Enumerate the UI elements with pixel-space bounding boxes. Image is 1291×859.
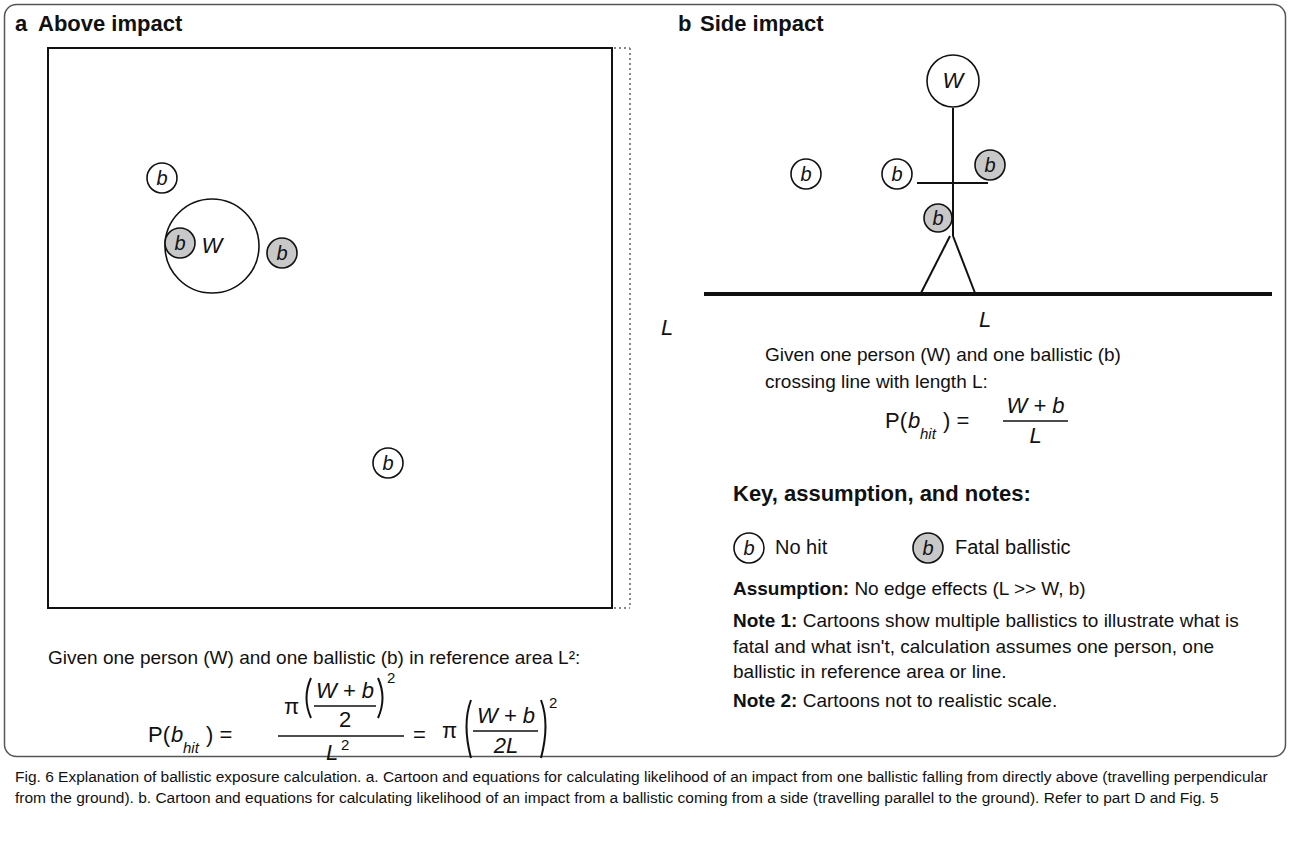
equation-part: π bbox=[442, 718, 457, 744]
note-text: Cartoons show multiple ballistics to ill… bbox=[733, 610, 1239, 682]
equation-variable: b bbox=[171, 722, 183, 748]
legend-text: Fatal ballistic bbox=[955, 536, 1071, 559]
reference-area bbox=[48, 48, 612, 608]
node-text: b bbox=[881, 158, 913, 190]
node-text: b bbox=[266, 237, 298, 269]
note-lead: Note 2: bbox=[733, 690, 797, 711]
equation-text: Given one person (W) and one ballistic (… bbox=[765, 342, 1170, 395]
legend-swatch: b bbox=[912, 532, 944, 564]
node-text: W bbox=[926, 54, 980, 108]
equation-part: 2 bbox=[312, 707, 378, 733]
note-text: Cartoons not to realistic scale. bbox=[803, 690, 1058, 711]
node-text: b bbox=[974, 149, 1006, 181]
equation-variable: b bbox=[908, 408, 920, 434]
node-text: b bbox=[164, 227, 196, 259]
equation-subscript: hit bbox=[183, 739, 199, 756]
dimension-line bbox=[614, 48, 630, 608]
note-paragraph: Assumption: No edge effects (L >> W, b) bbox=[733, 576, 1263, 602]
note-text: No edge effects (L >> W, b) bbox=[854, 578, 1085, 599]
dimension-label: L bbox=[661, 315, 673, 341]
note-lead: Assumption: bbox=[733, 578, 849, 599]
equation-part: = bbox=[413, 722, 426, 748]
node-text: b bbox=[790, 158, 822, 190]
equation-part: W + b bbox=[471, 703, 541, 729]
note-paragraph: Note 1: Cartoons show multiple ballistic… bbox=[733, 608, 1263, 685]
section-heading: Key, assumption, and notes: bbox=[733, 481, 1031, 507]
note-paragraph: Note 2: Cartoons not to realistic scale. bbox=[733, 688, 1263, 714]
ballistic-circle: b bbox=[881, 158, 913, 190]
panel-title: Above impact bbox=[38, 11, 182, 37]
panel-letter: b bbox=[678, 11, 691, 37]
swatch-letter: b bbox=[733, 532, 765, 564]
node-text: b bbox=[146, 162, 178, 194]
stick-figure bbox=[917, 108, 988, 293]
equation-part: P( bbox=[885, 408, 907, 434]
equation-part: W + b bbox=[312, 678, 378, 704]
equation-exponent: 2 bbox=[341, 736, 349, 753]
equation-text: Given one person (W) and one ballistic (… bbox=[48, 647, 580, 669]
ballistic-circle: b bbox=[790, 158, 822, 190]
note-lead: Note 1: bbox=[733, 610, 797, 631]
equation-variable: L bbox=[326, 740, 338, 766]
ballistic-circle: b bbox=[146, 162, 178, 194]
node-text: b bbox=[923, 203, 953, 233]
equation-part: W + b bbox=[1003, 393, 1068, 419]
figure-caption: Fig. 6 Explanation of ballistic exposure… bbox=[15, 766, 1277, 809]
equation-subscript: hit bbox=[920, 425, 936, 442]
panel-border bbox=[5, 5, 1286, 757]
node-text: b bbox=[372, 447, 404, 479]
equation-part: π bbox=[284, 694, 299, 720]
legend-swatch: b bbox=[733, 532, 765, 564]
ground-line bbox=[704, 292, 1272, 296]
ballistic-circle: b bbox=[372, 447, 404, 479]
equation-exponent: 2 bbox=[549, 694, 557, 711]
person-head-circle: W bbox=[926, 54, 980, 108]
equation-part: ) = bbox=[206, 722, 232, 748]
parentheses bbox=[307, 678, 546, 758]
fatal-ballistic-circle: b bbox=[974, 149, 1006, 181]
legend-text: No hit bbox=[775, 536, 827, 559]
fatal-ballistic-circle: b bbox=[266, 237, 298, 269]
dimension-label: L bbox=[979, 307, 991, 333]
equation-part: P( bbox=[148, 722, 170, 748]
panel-title: Side impact bbox=[700, 11, 823, 37]
fatal-ballistic-circle: b bbox=[923, 203, 953, 233]
equation-variable: L bbox=[1003, 423, 1068, 449]
panel-letter: a bbox=[15, 11, 27, 37]
person-circle: Wb bbox=[164, 198, 260, 294]
equation-exponent: 2 bbox=[387, 669, 395, 686]
equation-part: 2L bbox=[471, 733, 541, 759]
fatal-ballistic-circle: b bbox=[164, 227, 196, 259]
equation-part: ) = bbox=[943, 408, 969, 434]
swatch-letter: b bbox=[912, 532, 944, 564]
